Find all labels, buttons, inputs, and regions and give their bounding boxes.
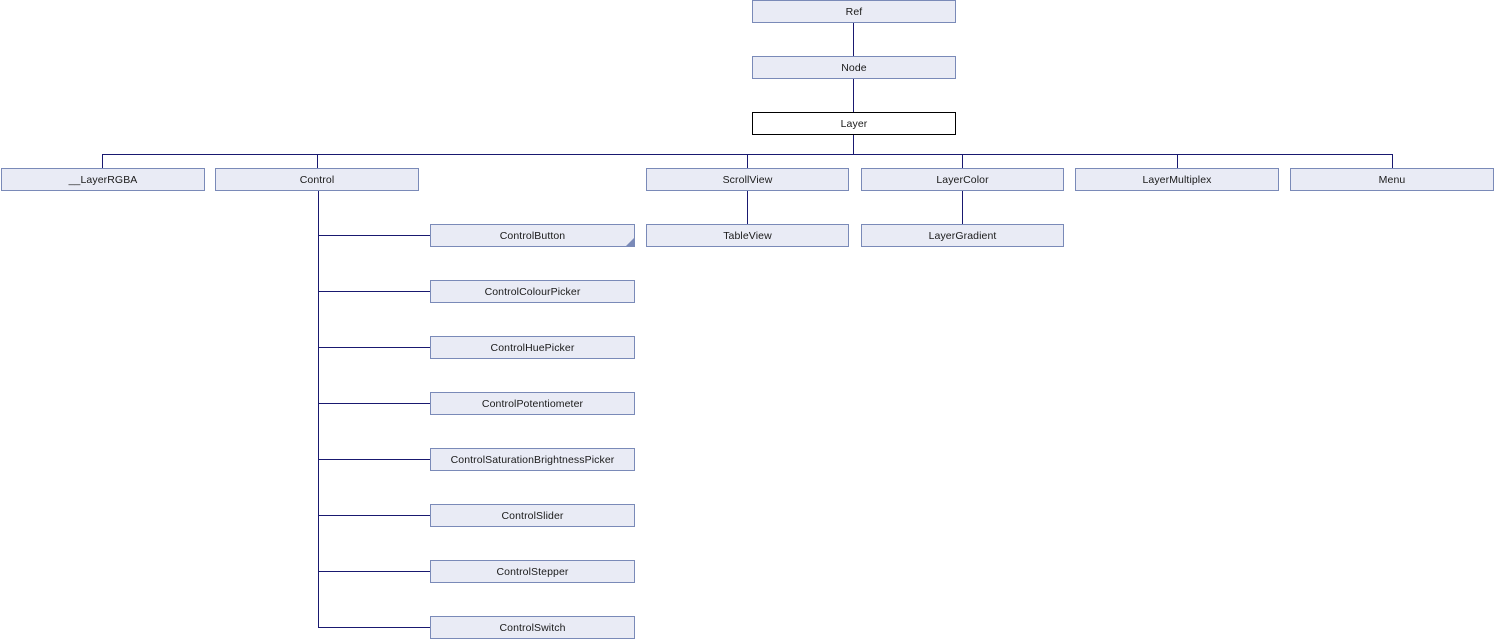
edge-e-br-stepper xyxy=(318,571,430,572)
class-node-layer[interactable]: Layer xyxy=(752,112,956,135)
class-node-ctrlstep[interactable]: ControlStepper xyxy=(430,560,635,583)
class-node-label: TableView xyxy=(723,230,772,242)
edge-e-br-button xyxy=(318,235,430,236)
class-node-ctrlpot[interactable]: ControlPotentiometer xyxy=(430,392,635,415)
class-node-label: ScrollView xyxy=(722,174,773,186)
class-node-ctrlswitch[interactable]: ControlSwitch xyxy=(430,616,635,639)
class-node-node[interactable]: Node xyxy=(752,56,956,79)
edge-e-drop-control xyxy=(317,154,318,168)
edge-e-layer-node xyxy=(853,79,854,112)
class-node-label: Menu xyxy=(1378,174,1406,186)
class-node-layergrad[interactable]: LayerGradient xyxy=(861,224,1064,247)
class-node-layermux[interactable]: LayerMultiplex xyxy=(1075,168,1279,191)
edge-e-tableview xyxy=(747,191,748,224)
edge-e-drop-layercolor xyxy=(962,154,963,168)
class-node-label: Layer xyxy=(840,118,868,130)
edge-e-drop-scrollview xyxy=(747,154,748,168)
edge-e-br-slider xyxy=(318,515,430,516)
edge-e-br-colour xyxy=(318,291,430,292)
class-node-label: Ref xyxy=(845,6,863,18)
class-node-label: ControlHuePicker xyxy=(490,342,575,354)
class-node-menu[interactable]: Menu xyxy=(1290,168,1494,191)
class-node-scrollview[interactable]: ScrollView xyxy=(646,168,849,191)
edge-e-bus-layer xyxy=(853,135,854,154)
edge-e-layergrad xyxy=(962,191,963,224)
class-node-layerrgba[interactable]: __LayerRGBA xyxy=(1,168,205,191)
edge-e-br-pot xyxy=(318,403,430,404)
edge-e-control-trunk xyxy=(318,191,319,628)
edge-e-drop-layermux xyxy=(1177,154,1178,168)
class-node-label: ControlSlider xyxy=(501,510,564,522)
edge-e-drop-layerrgba xyxy=(102,154,103,168)
class-node-label: LayerGradient xyxy=(928,230,997,242)
class-node-control[interactable]: Control xyxy=(215,168,419,191)
edge-e-br-hue xyxy=(318,347,430,348)
edge-e-node-ref xyxy=(853,23,854,56)
class-node-label: ControlStepper xyxy=(496,566,569,578)
edge-e-br-switch xyxy=(318,627,430,628)
class-node-label: ControlSaturationBrightnessPicker xyxy=(450,454,615,466)
class-node-layercolor[interactable]: LayerColor xyxy=(861,168,1064,191)
class-node-label: ControlPotentiometer xyxy=(481,398,584,410)
class-node-label: ControlColourPicker xyxy=(484,286,581,298)
class-node-label: __LayerRGBA xyxy=(68,174,138,186)
class-node-ctrlslider[interactable]: ControlSlider xyxy=(430,504,635,527)
class-node-ctrlhue[interactable]: ControlHuePicker xyxy=(430,336,635,359)
class-node-ref[interactable]: Ref xyxy=(752,0,956,23)
class-node-label: Control xyxy=(299,174,335,186)
class-node-tableview[interactable]: TableView xyxy=(646,224,849,247)
edge-e-drop-menu xyxy=(1392,154,1393,168)
class-node-ctrlsatbri[interactable]: ControlSaturationBrightnessPicker xyxy=(430,448,635,471)
class-node-ctrlbutton[interactable]: ControlButton xyxy=(430,224,635,247)
class-node-label: LayerColor xyxy=(936,174,989,186)
class-node-label: ControlButton xyxy=(499,230,566,242)
class-node-label: Node xyxy=(841,62,867,74)
class-node-label: ControlSwitch xyxy=(499,622,566,634)
class-node-label: LayerMultiplex xyxy=(1142,174,1212,186)
edge-e-br-satbri xyxy=(318,459,430,460)
class-node-ctrlcolour[interactable]: ControlColourPicker xyxy=(430,280,635,303)
